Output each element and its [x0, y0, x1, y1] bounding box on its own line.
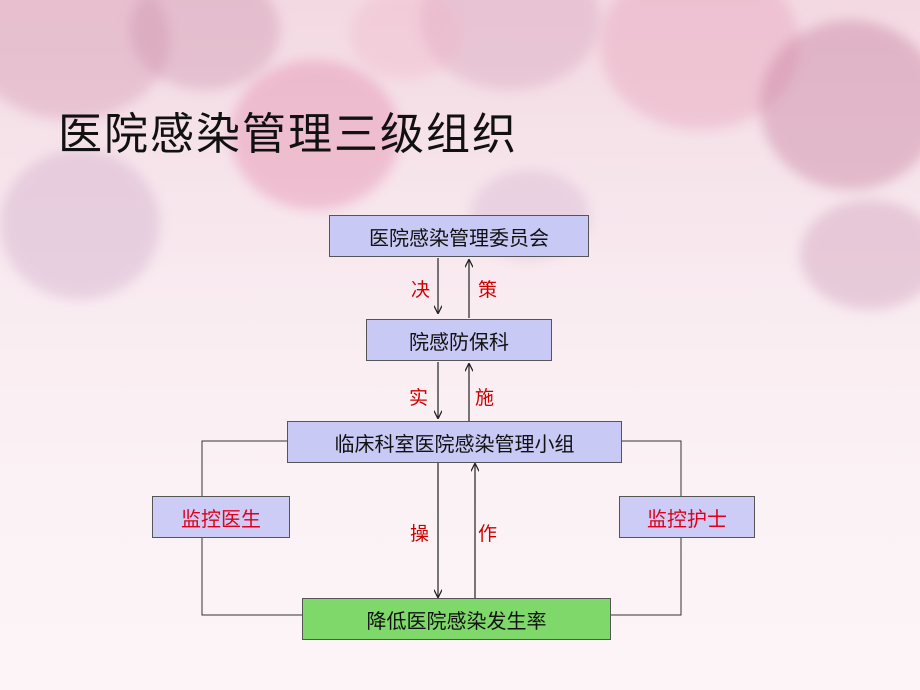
edge-label-act: 作 — [478, 523, 498, 545]
monitor-doctor-label: 监控医生 — [181, 506, 261, 531]
target-box: 降低医院感染发生率 — [302, 598, 611, 640]
slide-title: 医院感染管理三级组织 — [58, 109, 518, 160]
edge-label-policy: 策 — [478, 279, 498, 301]
department-box: 院感防保科 — [366, 319, 552, 361]
committee-label: 医院感染管理委员会 — [369, 225, 549, 250]
department-label: 院感防保科 — [409, 329, 509, 354]
edge-label-implement: 施 — [475, 387, 495, 409]
monitor-doctor-box: 监控医生 — [152, 496, 290, 538]
edge-label-operate: 操 — [410, 523, 430, 545]
committee-box: 医院感染管理委员会 — [329, 215, 589, 257]
edge-label-decide: 决 — [411, 279, 431, 301]
monitor-nurse-label: 监控护士 — [647, 506, 727, 531]
edge-label-carry: 实 — [409, 387, 429, 409]
clinical-group-box: 临床科室医院感染管理小组 — [287, 421, 622, 463]
target-label: 降低医院感染发生率 — [366, 608, 547, 633]
monitor-nurse-box: 监控护士 — [619, 496, 755, 538]
clinical-group-label: 临床科室医院感染管理小组 — [334, 431, 575, 456]
